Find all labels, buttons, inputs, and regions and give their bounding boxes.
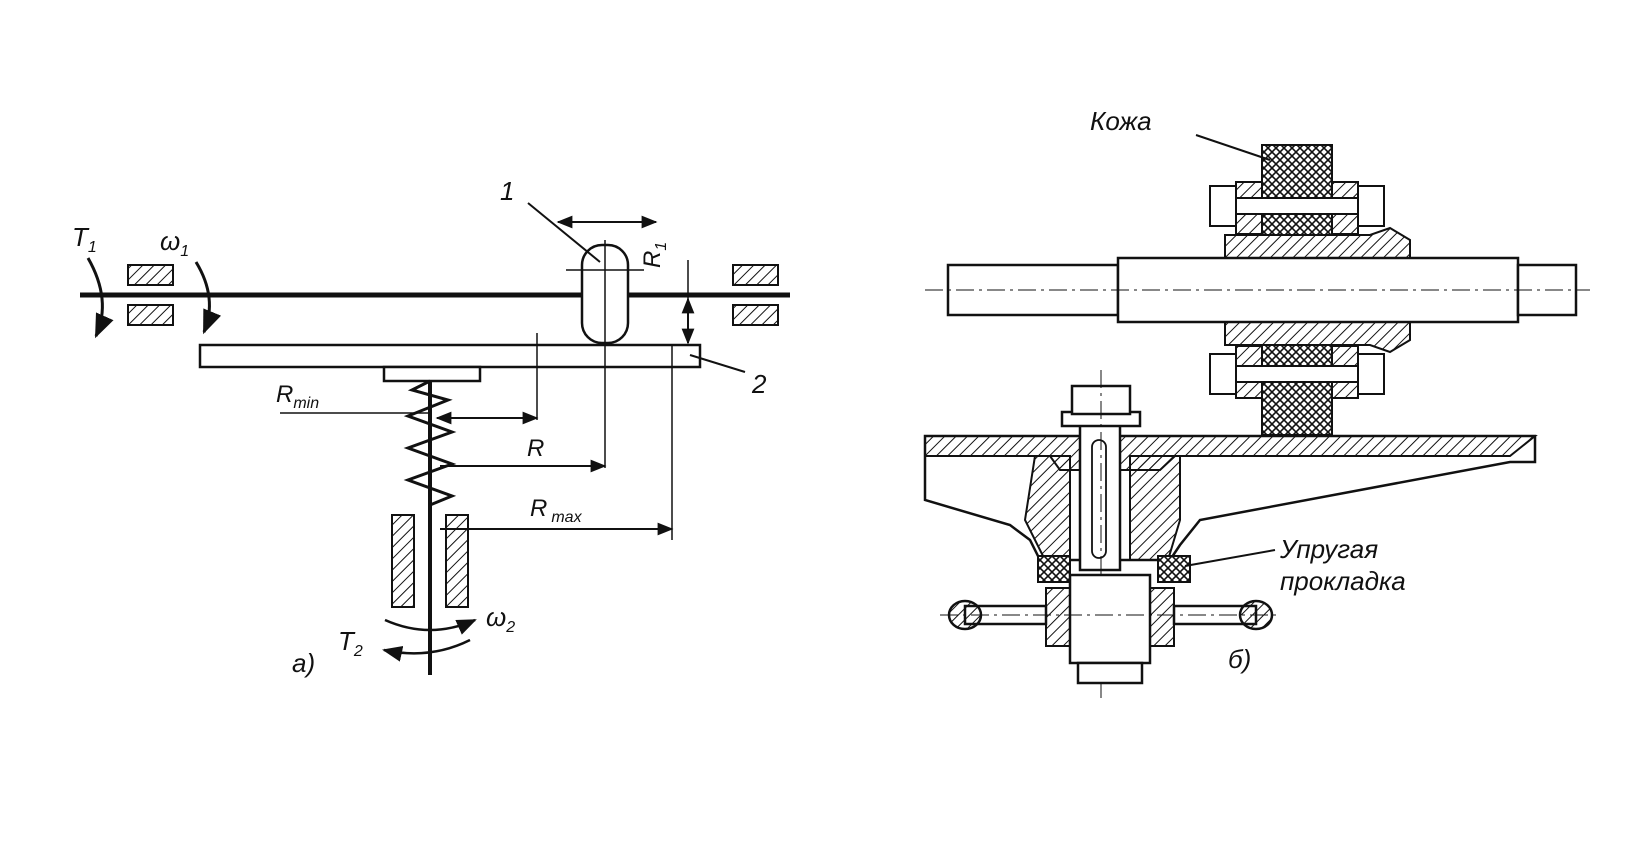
elastic-pad-right <box>1157 555 1191 583</box>
label-elastic-pad-line1: Упругая <box>1279 534 1378 564</box>
nut-top-right <box>1357 185 1385 227</box>
label-rmin-symbol: R <box>276 381 293 408</box>
label-torque-out-sub: 2 <box>353 643 363 660</box>
label-r1-symbol: R <box>639 251 666 268</box>
label-torque-in: T1 <box>72 222 97 256</box>
label-omega-out: ω2 <box>486 602 515 636</box>
torque-out-arrow <box>382 638 471 662</box>
label-rmin-sub: min <box>293 395 319 412</box>
label-r: R <box>527 435 544 462</box>
caption-b: б) <box>1228 644 1251 674</box>
label-torque-in-sub: 1 <box>88 239 97 256</box>
label-part2: 2 <box>751 369 767 399</box>
bearing-right-top <box>732 264 779 286</box>
stud-slot <box>1091 439 1107 559</box>
label-torque-out-symbol: T <box>338 626 356 656</box>
bearing-output-left <box>391 514 415 608</box>
bearing-output-right <box>445 514 469 608</box>
label-omega-in: ω1 <box>160 226 189 260</box>
label-elastic-pad-line2: прокладка <box>1280 566 1406 596</box>
leader-elastic-pad <box>1184 549 1276 567</box>
leader-part2 <box>689 354 746 373</box>
label-rmax-symbol: R <box>530 495 547 522</box>
base-boss-right <box>1129 455 1181 561</box>
label-part1: 1 <box>500 176 514 206</box>
bearing-left-bottom <box>127 304 174 326</box>
bolt-bottom <box>1219 365 1376 383</box>
label-torque-in-symbol: T <box>72 222 90 252</box>
spring <box>403 379 457 507</box>
omega-out-arrow <box>384 618 477 635</box>
torque-in-arrow <box>86 257 114 339</box>
caption-a: а) <box>292 648 315 678</box>
label-omega-in-sub: 1 <box>180 243 189 260</box>
label-r1: R1 <box>639 242 670 268</box>
label-rmin: Rmin <box>276 381 319 412</box>
label-omega-out-sub: 2 <box>505 619 515 636</box>
disc-hub <box>382 365 482 383</box>
handwheel-shaft-end <box>1076 661 1144 685</box>
bearing-left-top <box>127 264 174 286</box>
nut-bottom-right <box>1357 353 1385 395</box>
omega-in-arrow <box>194 261 222 335</box>
leader-part1 <box>527 202 601 263</box>
bolt-top <box>1219 197 1376 215</box>
leather-ring-bottom <box>1261 344 1333 436</box>
label-torque-out: T2 <box>338 626 363 660</box>
disc <box>198 343 702 369</box>
label-leather: Кожа <box>1090 106 1152 136</box>
figure-b <box>923 134 1590 700</box>
handwheel-hub-left <box>1045 587 1071 647</box>
label-r1-sub: 1 <box>653 242 670 251</box>
figure-a <box>80 202 790 675</box>
label-omega-out-symbol: ω <box>486 602 506 632</box>
leader-leather <box>1195 134 1271 161</box>
label-rmax-sub: max <box>551 509 582 526</box>
bearing-right-bottom <box>732 304 779 326</box>
elastic-pad-left <box>1037 555 1071 583</box>
nut-bottom-left <box>1209 353 1237 395</box>
leather-ring-top <box>1261 144 1333 236</box>
label-omega-in-symbol: ω <box>160 226 180 256</box>
handwheel-bore <box>1068 573 1152 665</box>
nut-top-left <box>1209 185 1237 227</box>
handwheel-hub-right <box>1149 587 1175 647</box>
